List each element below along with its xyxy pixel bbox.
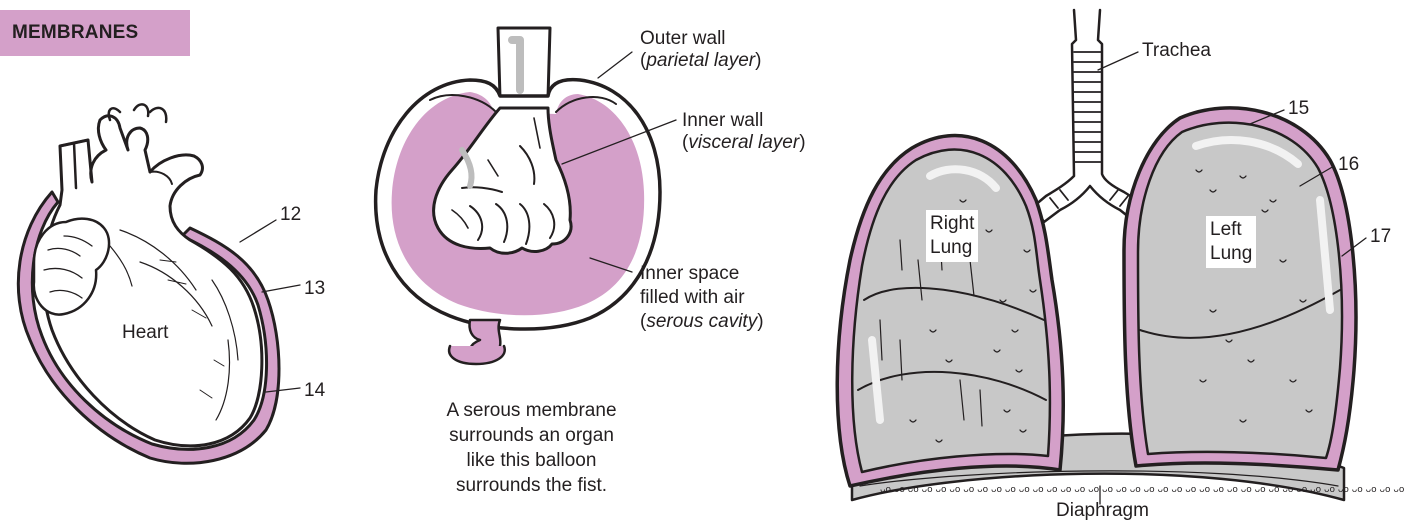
outer-wall-layer: (parietal layer) bbox=[640, 50, 761, 72]
trachea bbox=[1034, 10, 1140, 222]
caption-line: A serous membrane bbox=[404, 398, 659, 423]
right-lung-label-line1: Right bbox=[930, 212, 974, 236]
callout-12: 12 bbox=[280, 204, 301, 226]
inner-space-label: Inner space filled with air (serous cavi… bbox=[640, 262, 764, 334]
callout-13: 13 bbox=[304, 278, 325, 300]
caption-line: like this balloon bbox=[404, 448, 659, 473]
heart-illustration bbox=[18, 104, 300, 463]
inner-wall-layer: (visceral layer) bbox=[682, 132, 806, 154]
visceral-layer-text: visceral layer bbox=[688, 132, 799, 153]
heart-label: Heart bbox=[122, 322, 168, 344]
diaphragm-label: Diaphragm bbox=[1056, 500, 1149, 522]
caption-line: surrounds the fist. bbox=[404, 473, 659, 498]
trachea-label: Trachea bbox=[1142, 40, 1211, 62]
lungs-illustration: ᴗo ᴗo ᴗo ᴗo ᴗo ᴗo ᴗo ᴗo ᴗo ᴗo ᴗo ᴗo ᴗo ᴗ… bbox=[837, 10, 1407, 504]
parietal-layer-text: parietal layer bbox=[646, 50, 755, 71]
left-lung-label: Left Lung bbox=[1206, 216, 1256, 268]
caption-line: surrounds an organ bbox=[404, 423, 659, 448]
svg-text:ᴗo ᴗo ᴗo ᴗo ᴗo ᴗo ᴗo ᴗo ᴗo ᴗo: ᴗo ᴗo ᴗo ᴗo ᴗo ᴗo ᴗo ᴗo ᴗo ᴗo ᴗo ᴗo ᴗo ᴗ… bbox=[880, 485, 1407, 495]
inner-space-line1: Inner space bbox=[640, 262, 764, 286]
callout-15: 15 bbox=[1288, 98, 1309, 120]
inner-wall-label: Inner wall (visceral layer) bbox=[682, 110, 806, 154]
inner-wall-title: Inner wall bbox=[682, 110, 806, 132]
left-lung-label-line1: Left bbox=[1210, 218, 1252, 242]
balloon-caption: A serous membrane surrounds an organ lik… bbox=[404, 398, 659, 498]
callout-16: 16 bbox=[1338, 154, 1359, 176]
right-lung-label: Right Lung bbox=[926, 210, 978, 262]
left-lung-label-line2: Lung bbox=[1210, 242, 1252, 266]
inner-space-line2: filled with air bbox=[640, 286, 764, 310]
callout-14: 14 bbox=[304, 380, 325, 402]
left-lung bbox=[1138, 123, 1342, 458]
balloon-illustration bbox=[376, 28, 676, 364]
serous-cavity-layer: (serous cavity) bbox=[640, 310, 764, 334]
right-lung-label-line2: Lung bbox=[930, 236, 974, 260]
serous-cavity-text: serous cavity bbox=[646, 311, 757, 332]
outer-wall-title: Outer wall bbox=[640, 28, 761, 50]
outer-wall-label: Outer wall (parietal layer) bbox=[640, 28, 761, 72]
callout-17: 17 bbox=[1370, 226, 1391, 248]
